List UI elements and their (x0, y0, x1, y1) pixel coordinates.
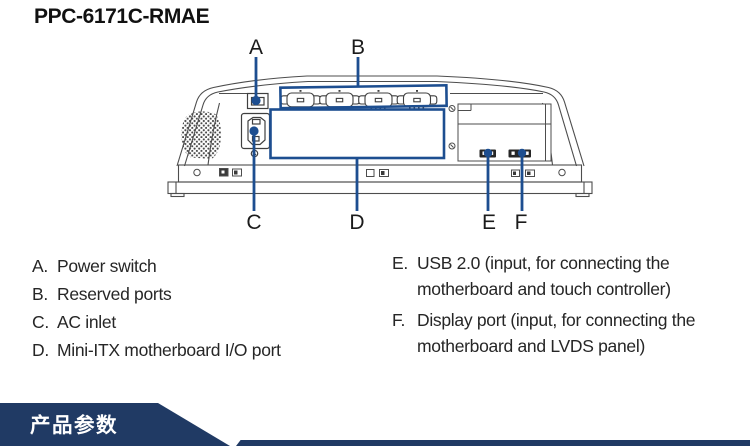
legend-item-c: C. AC inlet (32, 308, 281, 336)
callout-overlays (249, 57, 527, 211)
callout-label-d: D (349, 211, 365, 234)
section-banner-rule (236, 439, 750, 446)
bezel-details (193, 168, 566, 177)
section-banner-title: 产品参数 (30, 414, 118, 437)
callout-box-io-port (269, 108, 446, 160)
legend-text: USB 2.0 (input, for connecting the mothe… (417, 253, 671, 299)
legend-item-e: E. USB 2.0 (input, for connecting the mo… (392, 251, 726, 302)
legend-letter: B. (32, 284, 48, 304)
callout-dot-c (249, 126, 259, 136)
legend-item-b: B. Reserved ports (32, 280, 281, 308)
legend-letter: F. (392, 310, 406, 330)
legend-item-d: D. Mini-ITX motherboard I/O port (32, 336, 281, 364)
certification-mark-icon (366, 169, 375, 177)
legend-text: Power switch (57, 256, 157, 276)
callout-label-c: C (246, 211, 262, 234)
legend-text: Reserved ports (57, 284, 172, 304)
certification-mark-icon (525, 169, 535, 177)
callout-label-b: B (350, 36, 365, 59)
legend-item-a: A. Power switch (32, 252, 281, 280)
callout-dot-f (517, 148, 527, 158)
legend-letter: A. (32, 256, 48, 276)
legend-letter: D. (32, 340, 49, 360)
callout-label-e: E (481, 211, 496, 234)
callout-box-reserved-ports (279, 84, 448, 110)
legend-text: Mini-ITX motherboard I/O port (57, 340, 281, 360)
legend-item-f: F. Display port (input, for connecting t… (392, 308, 726, 359)
callout-dot-e (483, 148, 493, 158)
legend-text: AC inlet (57, 312, 116, 332)
callout-dot-a (251, 95, 261, 106)
page-title: PPC-6171C-RMAE (34, 5, 210, 28)
certification-mark-icon (232, 168, 242, 177)
vent-grille (181, 111, 222, 159)
certification-mark-icon (379, 169, 389, 177)
cover-plate (448, 103, 552, 162)
legend-letter: E. (392, 253, 408, 273)
certification-mark-icon (511, 169, 520, 177)
legend-right-column: E. USB 2.0 (input, for connecting the mo… (392, 251, 726, 365)
callout-label-a: A (248, 36, 263, 59)
legend-letter: C. (32, 312, 49, 332)
legend-text: Display port (input, for connecting the … (417, 310, 696, 356)
callout-label-f: F (514, 211, 528, 234)
legend-left-column: A. Power switch B. Reserved ports C. AC … (32, 252, 281, 364)
